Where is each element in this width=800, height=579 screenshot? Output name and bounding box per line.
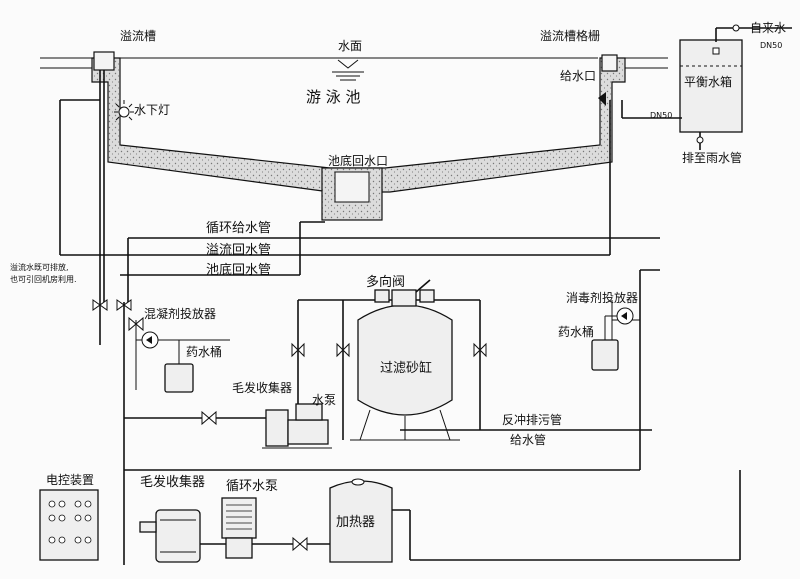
sand-filter — [350, 289, 460, 441]
pipe-network — [59, 70, 741, 565]
label-bottom-return: 池底回水口 — [328, 153, 388, 168]
heater — [329, 478, 393, 563]
multiway-valve — [391, 279, 431, 307]
label-pool: 游 泳 池 — [306, 88, 361, 106]
label-backwash-drain-pipe: 反冲排污管 — [502, 412, 562, 427]
label-water-surface: 水面 — [338, 39, 362, 53]
label-hair-collector-bottom: 毛发收集器 — [140, 474, 205, 490]
label-dn50-top: DN50 — [760, 41, 782, 50]
disinfectant-doser — [591, 307, 634, 371]
label-chem-bucket-right: 药水桶 — [558, 324, 594, 339]
inlet-nozzle-icon — [598, 92, 606, 106]
label-balance-tank: 平衡水箱 — [684, 74, 732, 89]
label-dn50-side: DN50 — [650, 111, 672, 120]
label-chem-bucket-left: 药水桶 — [186, 344, 222, 359]
underwater-light-icon — [114, 100, 134, 121]
label-overflow-grate: 溢流槽格栅 — [540, 28, 600, 43]
label-to-rain-pipe: 排至雨水管 — [682, 150, 742, 165]
label-circ-pump: 循环水泵 — [226, 479, 278, 494]
label-coagulant-doser: 混凝剂投放器 — [144, 306, 216, 321]
label-underwater-light: 水下灯 — [134, 103, 170, 117]
label-bottom-return-pipe: 池底回水管 — [206, 262, 271, 278]
labels: 溢流槽 水面 溢流槽格栅 自来水 DN50 平衡水箱 游 泳 池 水下灯 给水口… — [10, 21, 786, 530]
label-overflow-note-2: 也可引回机房利用. — [10, 274, 77, 284]
balance-tank — [621, 24, 792, 150]
label-water-pump: 水泵 — [312, 393, 336, 407]
label-heater: 加热器 — [336, 515, 375, 530]
label-tap-water: 自来水 — [750, 21, 786, 35]
overflow-grate-right — [601, 54, 618, 72]
label-sand-filter: 过滤砂缸 — [380, 360, 432, 376]
pool-shell — [91, 57, 626, 193]
label-overflow-note-1: 溢流水既可排放, — [10, 262, 69, 272]
overflow-trough-left — [93, 51, 115, 71]
label-multiway-valve: 多向阀 — [366, 274, 405, 290]
hair-collector-bottom — [139, 509, 201, 563]
coagulant-doser — [141, 331, 194, 393]
circulation-pump — [221, 497, 257, 559]
label-circ-supply-pipe: 循环给水管 — [206, 221, 271, 236]
label-control-unit: 电控装置 — [46, 473, 94, 487]
label-overflow-trough: 溢流槽 — [120, 29, 156, 43]
pool-structure — [40, 51, 668, 221]
valve-icons — [92, 299, 487, 552]
label-overflow-return-pipe: 溢流回水管 — [206, 243, 271, 258]
label-supply-pipe: 给水管 — [510, 432, 546, 447]
label-hair-collector-top: 毛发收集器 — [232, 380, 292, 395]
pump-assembly-top — [262, 403, 332, 449]
label-disinfectant-doser: 消毒剂投放器 — [566, 290, 638, 305]
control-unit — [39, 489, 99, 561]
label-inlet: 给水口 — [560, 69, 596, 83]
water-surface-mark — [332, 59, 364, 81]
